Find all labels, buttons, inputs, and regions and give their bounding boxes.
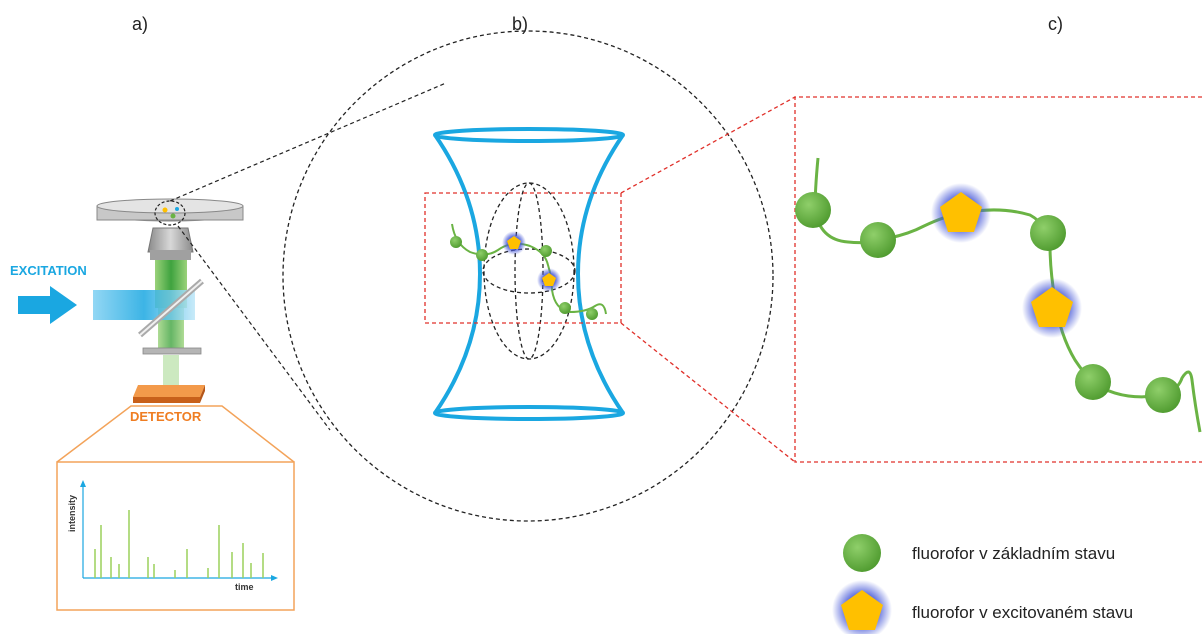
excitation-arrow: [18, 286, 77, 324]
focal-volume-panel: [282, 30, 774, 522]
legend-excited-label: fluorofor v excitovaném stavu: [912, 603, 1134, 622]
zoom-line: [177, 225, 331, 431]
legend-ground-icon: [843, 534, 881, 572]
fluorophore-ground: [1030, 215, 1066, 251]
zoom-line-red: [620, 96, 796, 194]
legend: [832, 534, 892, 634]
zoom-box-large: [794, 96, 1202, 463]
detector: [133, 385, 205, 397]
objective-lens: [147, 227, 194, 253]
fluorophore-ground: [1075, 364, 1111, 400]
intensity-trace: intensity time: [67, 480, 278, 592]
excitation-label: EXCITATION: [10, 263, 87, 278]
focal-ellipsoid: [482, 182, 576, 360]
sample-spot: [154, 200, 186, 226]
legend-ground-label: fluorofor v základním stavu: [912, 544, 1116, 563]
laser-focus: [433, 127, 625, 421]
fluorophore-ground: [540, 245, 552, 257]
zoom-line-red: [620, 322, 796, 463]
legend-excited-icon: [841, 590, 883, 630]
signal-callout: [56, 405, 295, 463]
fluorophore-excited: [1031, 287, 1073, 327]
fluorophore-ground: [586, 308, 598, 320]
panel-label-b: b): [512, 14, 529, 34]
magnified-sample-circle: [282, 30, 774, 522]
zoom-line: [169, 82, 447, 202]
microscope-setup: EXCITATION DETECTOR intensity time: [10, 198, 295, 611]
detector-label: DETECTOR: [130, 409, 202, 424]
fluorophore-ground: [1145, 377, 1181, 413]
fluorophore-ground: [476, 249, 488, 261]
molecule-chain-small: [451, 223, 607, 315]
signal-box: [56, 461, 295, 611]
plot-y-label: intensity: [67, 495, 77, 532]
pinhole: [142, 347, 202, 355]
fluorophore-ground: [450, 236, 462, 248]
fluorophore-ground: [795, 192, 831, 228]
zoom-box-small: [424, 192, 622, 324]
molecule-chain-large: [813, 157, 1202, 433]
plot-x-label: time: [235, 582, 254, 592]
fluorophore-excited: [542, 273, 556, 286]
fluorophore-excited: [940, 192, 982, 232]
panel-label-c: c): [1048, 14, 1063, 34]
fluorophore-ground: [860, 222, 896, 258]
fluorophore-excited: [507, 236, 521, 249]
molecule-zoom-panel: [794, 96, 1202, 463]
excitation-beam: [93, 290, 195, 320]
fluorophore-ground: [559, 302, 571, 314]
panel-label-a: a): [132, 14, 149, 34]
